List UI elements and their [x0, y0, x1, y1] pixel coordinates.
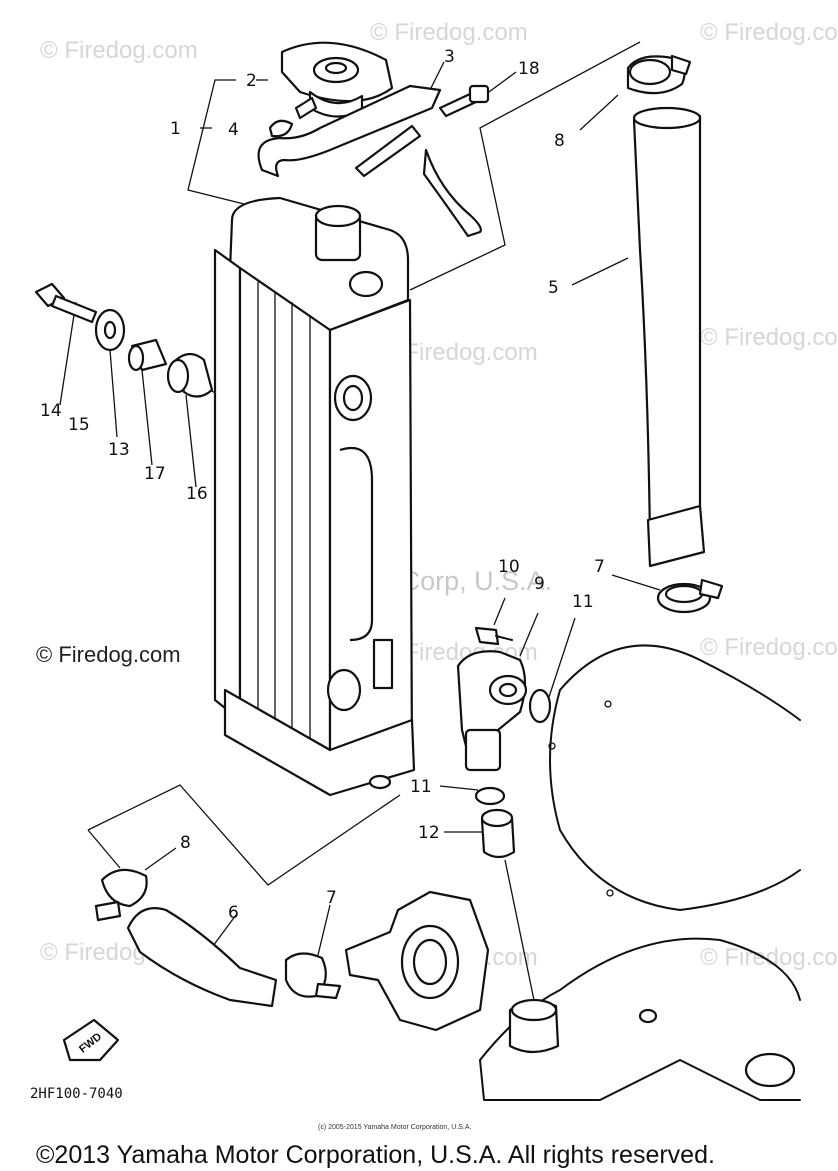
callout-4: 4: [228, 120, 239, 140]
callout-10: 10: [498, 557, 520, 577]
callout-15: 15: [68, 415, 90, 435]
outlet-pipe: [456, 626, 552, 806]
watermark-text: © Firedog.com: [40, 37, 198, 64]
watermark-text: © Firedog.com: [700, 324, 838, 351]
callout-3: 3: [444, 47, 455, 67]
watermark-side: © Firedog.com: [36, 642, 181, 667]
watermark-text: © Firedog.com: [700, 19, 838, 46]
callout-11-right: 11: [572, 592, 594, 612]
hose-band: [438, 84, 490, 118]
lower-radiator-hose: [94, 868, 342, 1008]
crankcase-cover: [479, 644, 801, 1101]
callout-17: 17: [144, 464, 166, 484]
callout-13: 13: [108, 440, 130, 460]
radiator-assembly: [213, 196, 416, 797]
watermark-text: © Firedog.com: [700, 944, 838, 971]
callout-labels: 1 2 3 4 5 6 7 7 8 8 9 10 11 11 12 13 14 …: [40, 47, 605, 923]
callout-8-upper: 8: [554, 131, 565, 151]
copyright-notice: ©2013 Yamaha Motor Corporation, U.S.A. A…: [36, 1141, 715, 1169]
callout-6: 6: [228, 903, 239, 923]
callout-7-lower: 7: [326, 888, 337, 908]
callout-12: 12: [418, 823, 440, 843]
radiator-cap: [280, 41, 394, 120]
watermark-text: © Firedog.com: [370, 19, 528, 46]
mounting-hardware: [34, 282, 214, 398]
callout-5: 5: [548, 278, 559, 298]
fine-print: (c) 2005-2015 Yamaha Motor Corporation, …: [318, 1124, 471, 1131]
overflow-hose: [257, 84, 482, 238]
collar: [480, 808, 516, 859]
callout-16: 16: [186, 484, 208, 504]
callout-9: 9: [534, 574, 545, 594]
callout-8-lower: 8: [180, 833, 191, 853]
callout-11-lower: 11: [410, 777, 432, 797]
diagram-code: 2HF100-7040: [30, 1086, 123, 1102]
callout-14: 14: [40, 401, 62, 421]
callout-2: 2: [246, 71, 257, 91]
forward-arrow: FWD: [62, 1018, 120, 1062]
callout-1: 1: [170, 119, 181, 139]
watermark-text: © Firedog.com: [700, 634, 838, 661]
callout-18: 18: [518, 59, 540, 79]
water-pump-housing: [344, 890, 490, 1032]
hose-clamp-upper: [656, 578, 724, 614]
upper-radiator-hose: [626, 54, 706, 568]
callout-7-upper: 7: [594, 557, 605, 577]
